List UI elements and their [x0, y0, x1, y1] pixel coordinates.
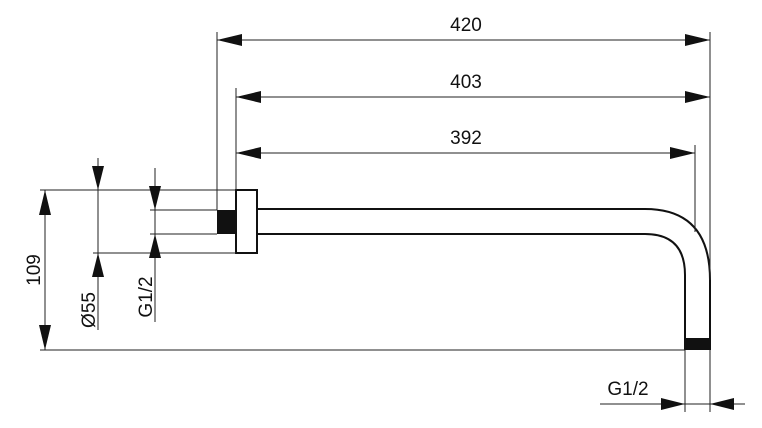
dimension-109: 109: [24, 190, 51, 350]
arm-outer-edge: [257, 208, 711, 350]
dimension-label-109: 109: [24, 254, 45, 286]
wall-flange: [235, 189, 258, 254]
dimension-420: 420: [217, 15, 710, 46]
dimension-392: 392: [236, 128, 695, 159]
dimension-label-inlet-thread: G1/2: [136, 276, 157, 317]
dimension-flange-diameter: Ø55: [79, 158, 104, 330]
dimension-label-392: 392: [450, 128, 482, 149]
inlet-thread-block: [217, 210, 236, 234]
arm-inner-edge: [257, 233, 686, 350]
outlet-thread-block: [685, 338, 710, 350]
dimension-outlet-thread: G1/2: [600, 379, 745, 410]
extension-lines: [40, 32, 711, 412]
dimension-inlet-thread: G1/2: [136, 168, 161, 322]
dimension-label-diameter: Ø55: [79, 292, 100, 328]
dimension-label-outlet-thread: G1/2: [607, 379, 648, 400]
dimension-label-420: 420: [450, 15, 482, 36]
dimension-403: 403: [236, 72, 710, 103]
shower-arm: [217, 189, 711, 350]
dimension-label-403: 403: [450, 72, 482, 93]
